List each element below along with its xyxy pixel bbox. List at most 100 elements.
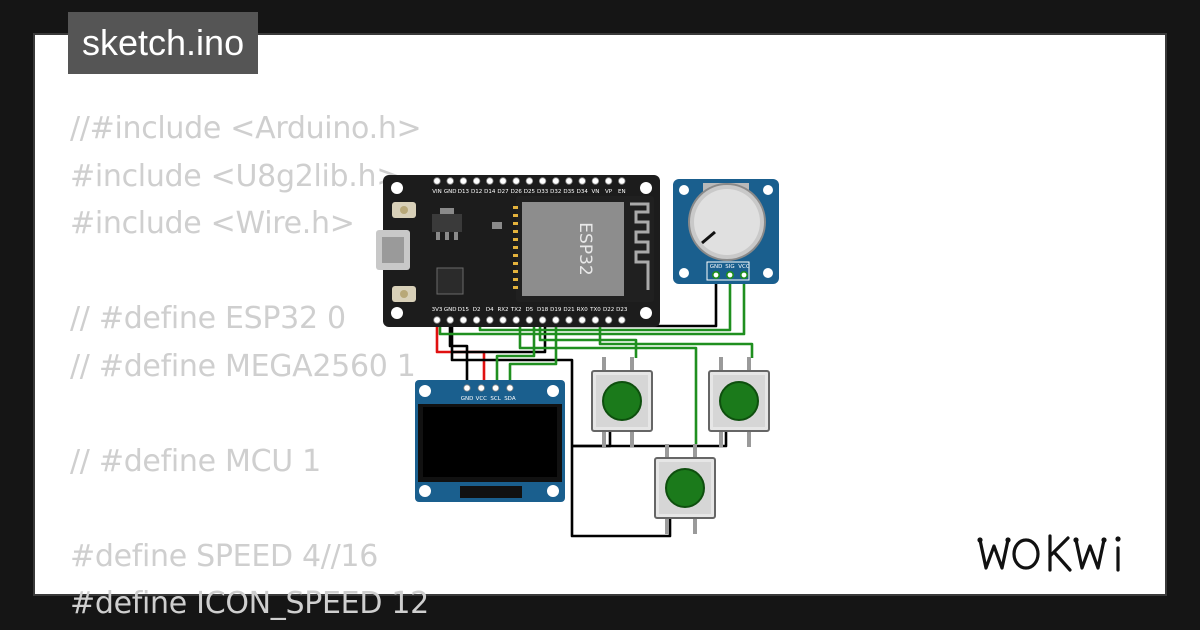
pin-pad[interactable] bbox=[578, 177, 586, 185]
pin-pad[interactable] bbox=[565, 177, 573, 185]
pin-label: D19 bbox=[550, 307, 562, 313]
pin-pad[interactable] bbox=[463, 384, 471, 392]
pin-label: GND bbox=[444, 189, 457, 195]
pin-pad[interactable] bbox=[618, 316, 626, 324]
push-buttons bbox=[591, 357, 770, 534]
pin-pad[interactable] bbox=[472, 177, 481, 185]
pin-label: RX0 bbox=[577, 307, 589, 313]
pin-label: D2 bbox=[473, 307, 481, 313]
pin-pad[interactable] bbox=[446, 316, 454, 324]
pin-pad[interactable] bbox=[486, 177, 494, 185]
wire-black-btn-link[interactable] bbox=[572, 432, 728, 448]
sketch-filename-tab[interactable]: sketch.ino bbox=[68, 12, 259, 74]
pin-pad[interactable] bbox=[538, 316, 547, 324]
pin-pad[interactable] bbox=[618, 177, 626, 185]
wire-green-btn2[interactable] bbox=[538, 320, 638, 358]
pin-pad[interactable] bbox=[538, 177, 547, 185]
oled-pin-label: SDA bbox=[504, 396, 516, 402]
pin-label: D27 bbox=[497, 189, 509, 195]
wire-green-btn1[interactable] bbox=[518, 320, 698, 444]
pin-label: D23 bbox=[616, 307, 628, 313]
pin-pad[interactable] bbox=[499, 177, 507, 185]
chip-label: ESP32 bbox=[575, 222, 595, 275]
pin-label: D15 bbox=[458, 307, 470, 313]
code-preview-card: //#include <Arduino.h> #include <U8g2lib.… bbox=[33, 33, 1167, 621]
oled-pin-label: SCL bbox=[490, 396, 501, 402]
wire-green-btn3[interactable] bbox=[598, 320, 754, 358]
pin-pad[interactable] bbox=[739, 270, 748, 279]
pin-label: RX2 bbox=[497, 307, 508, 313]
pin-label: EN bbox=[618, 189, 626, 195]
pin-pad[interactable] bbox=[552, 316, 560, 324]
pin-pad[interactable] bbox=[477, 384, 485, 392]
pin-label: D32 bbox=[550, 189, 561, 195]
pin-pad[interactable] bbox=[433, 177, 441, 185]
push-button[interactable] bbox=[708, 357, 770, 447]
code-line: //#include <Arduino.h> bbox=[70, 111, 422, 146]
pin-pad[interactable] bbox=[459, 316, 468, 324]
wire-black-btn-link2[interactable] bbox=[572, 432, 612, 448]
pin-pad[interactable] bbox=[486, 316, 494, 324]
pin-label: D14 bbox=[484, 189, 496, 195]
pot-pin-label: GND bbox=[710, 264, 723, 270]
pin-label: D35 bbox=[563, 189, 575, 195]
wire-black-gnd-buttons[interactable] bbox=[450, 320, 672, 538]
pin-pad[interactable] bbox=[512, 177, 520, 185]
pin-pad[interactable] bbox=[459, 177, 468, 185]
code-line: // #define ESP32 0 bbox=[70, 301, 346, 336]
pin-pad[interactable] bbox=[711, 270, 720, 279]
pin-pad[interactable] bbox=[491, 384, 500, 392]
pin-label: D25 bbox=[524, 189, 536, 195]
pin-pad[interactable] bbox=[565, 316, 573, 324]
button-cap[interactable] bbox=[719, 381, 759, 421]
code-line: #include <U8g2lib.h> bbox=[70, 158, 402, 194]
oled-pin-label: VCC bbox=[476, 396, 488, 402]
pin-label: 3V3 bbox=[432, 307, 443, 313]
pin-label: D21 bbox=[563, 307, 574, 313]
wire-green-scl[interactable] bbox=[495, 320, 536, 386]
pot-pin-label: SIG bbox=[725, 264, 734, 270]
pin-pad[interactable] bbox=[499, 316, 507, 324]
pin-label: D22 bbox=[603, 307, 614, 313]
pin-pad[interactable] bbox=[525, 316, 534, 324]
pin-pad[interactable] bbox=[725, 270, 734, 279]
pin-pad[interactable] bbox=[578, 316, 586, 324]
pin-pad[interactable] bbox=[525, 177, 534, 185]
oled-screen bbox=[423, 407, 557, 477]
code-line: #define ICON_SPEED 12 bbox=[70, 586, 429, 621]
esp32-module bbox=[522, 202, 624, 296]
push-button[interactable] bbox=[654, 444, 716, 534]
pin-label: TX0 bbox=[589, 307, 601, 313]
wire-green-sda[interactable] bbox=[508, 320, 558, 386]
pin-label: D18 bbox=[537, 307, 549, 313]
code-listing: //#include <Arduino.h> #include <U8g2lib.… bbox=[70, 105, 429, 628]
pot-pin-label: VCC bbox=[738, 264, 750, 270]
pin-pad[interactable] bbox=[604, 177, 613, 185]
code-line: #define SPEED 4//16 bbox=[70, 538, 378, 574]
pin-pad[interactable] bbox=[604, 316, 613, 324]
button-cap[interactable] bbox=[665, 468, 705, 508]
push-button[interactable] bbox=[591, 357, 653, 447]
code-line: // #define MEGA2560 1 bbox=[70, 348, 416, 384]
antenna-trace bbox=[630, 202, 650, 290]
uart-chip bbox=[436, 267, 464, 295]
pin-label: GND bbox=[444, 307, 457, 313]
pin-pad[interactable] bbox=[446, 177, 454, 185]
pin-pad[interactable] bbox=[433, 316, 441, 324]
pin-label: D33 bbox=[537, 189, 549, 195]
pin-pad[interactable] bbox=[506, 384, 514, 392]
pin-pad[interactable] bbox=[512, 316, 520, 324]
pin-pad[interactable] bbox=[591, 316, 600, 324]
pin-pad[interactable] bbox=[591, 177, 600, 185]
oled-pin-label: GND bbox=[461, 396, 474, 402]
button-cap[interactable] bbox=[602, 381, 642, 421]
pin-pad[interactable] bbox=[472, 316, 481, 324]
pin-label: D26 bbox=[511, 189, 523, 195]
pin-pad[interactable] bbox=[552, 177, 560, 185]
